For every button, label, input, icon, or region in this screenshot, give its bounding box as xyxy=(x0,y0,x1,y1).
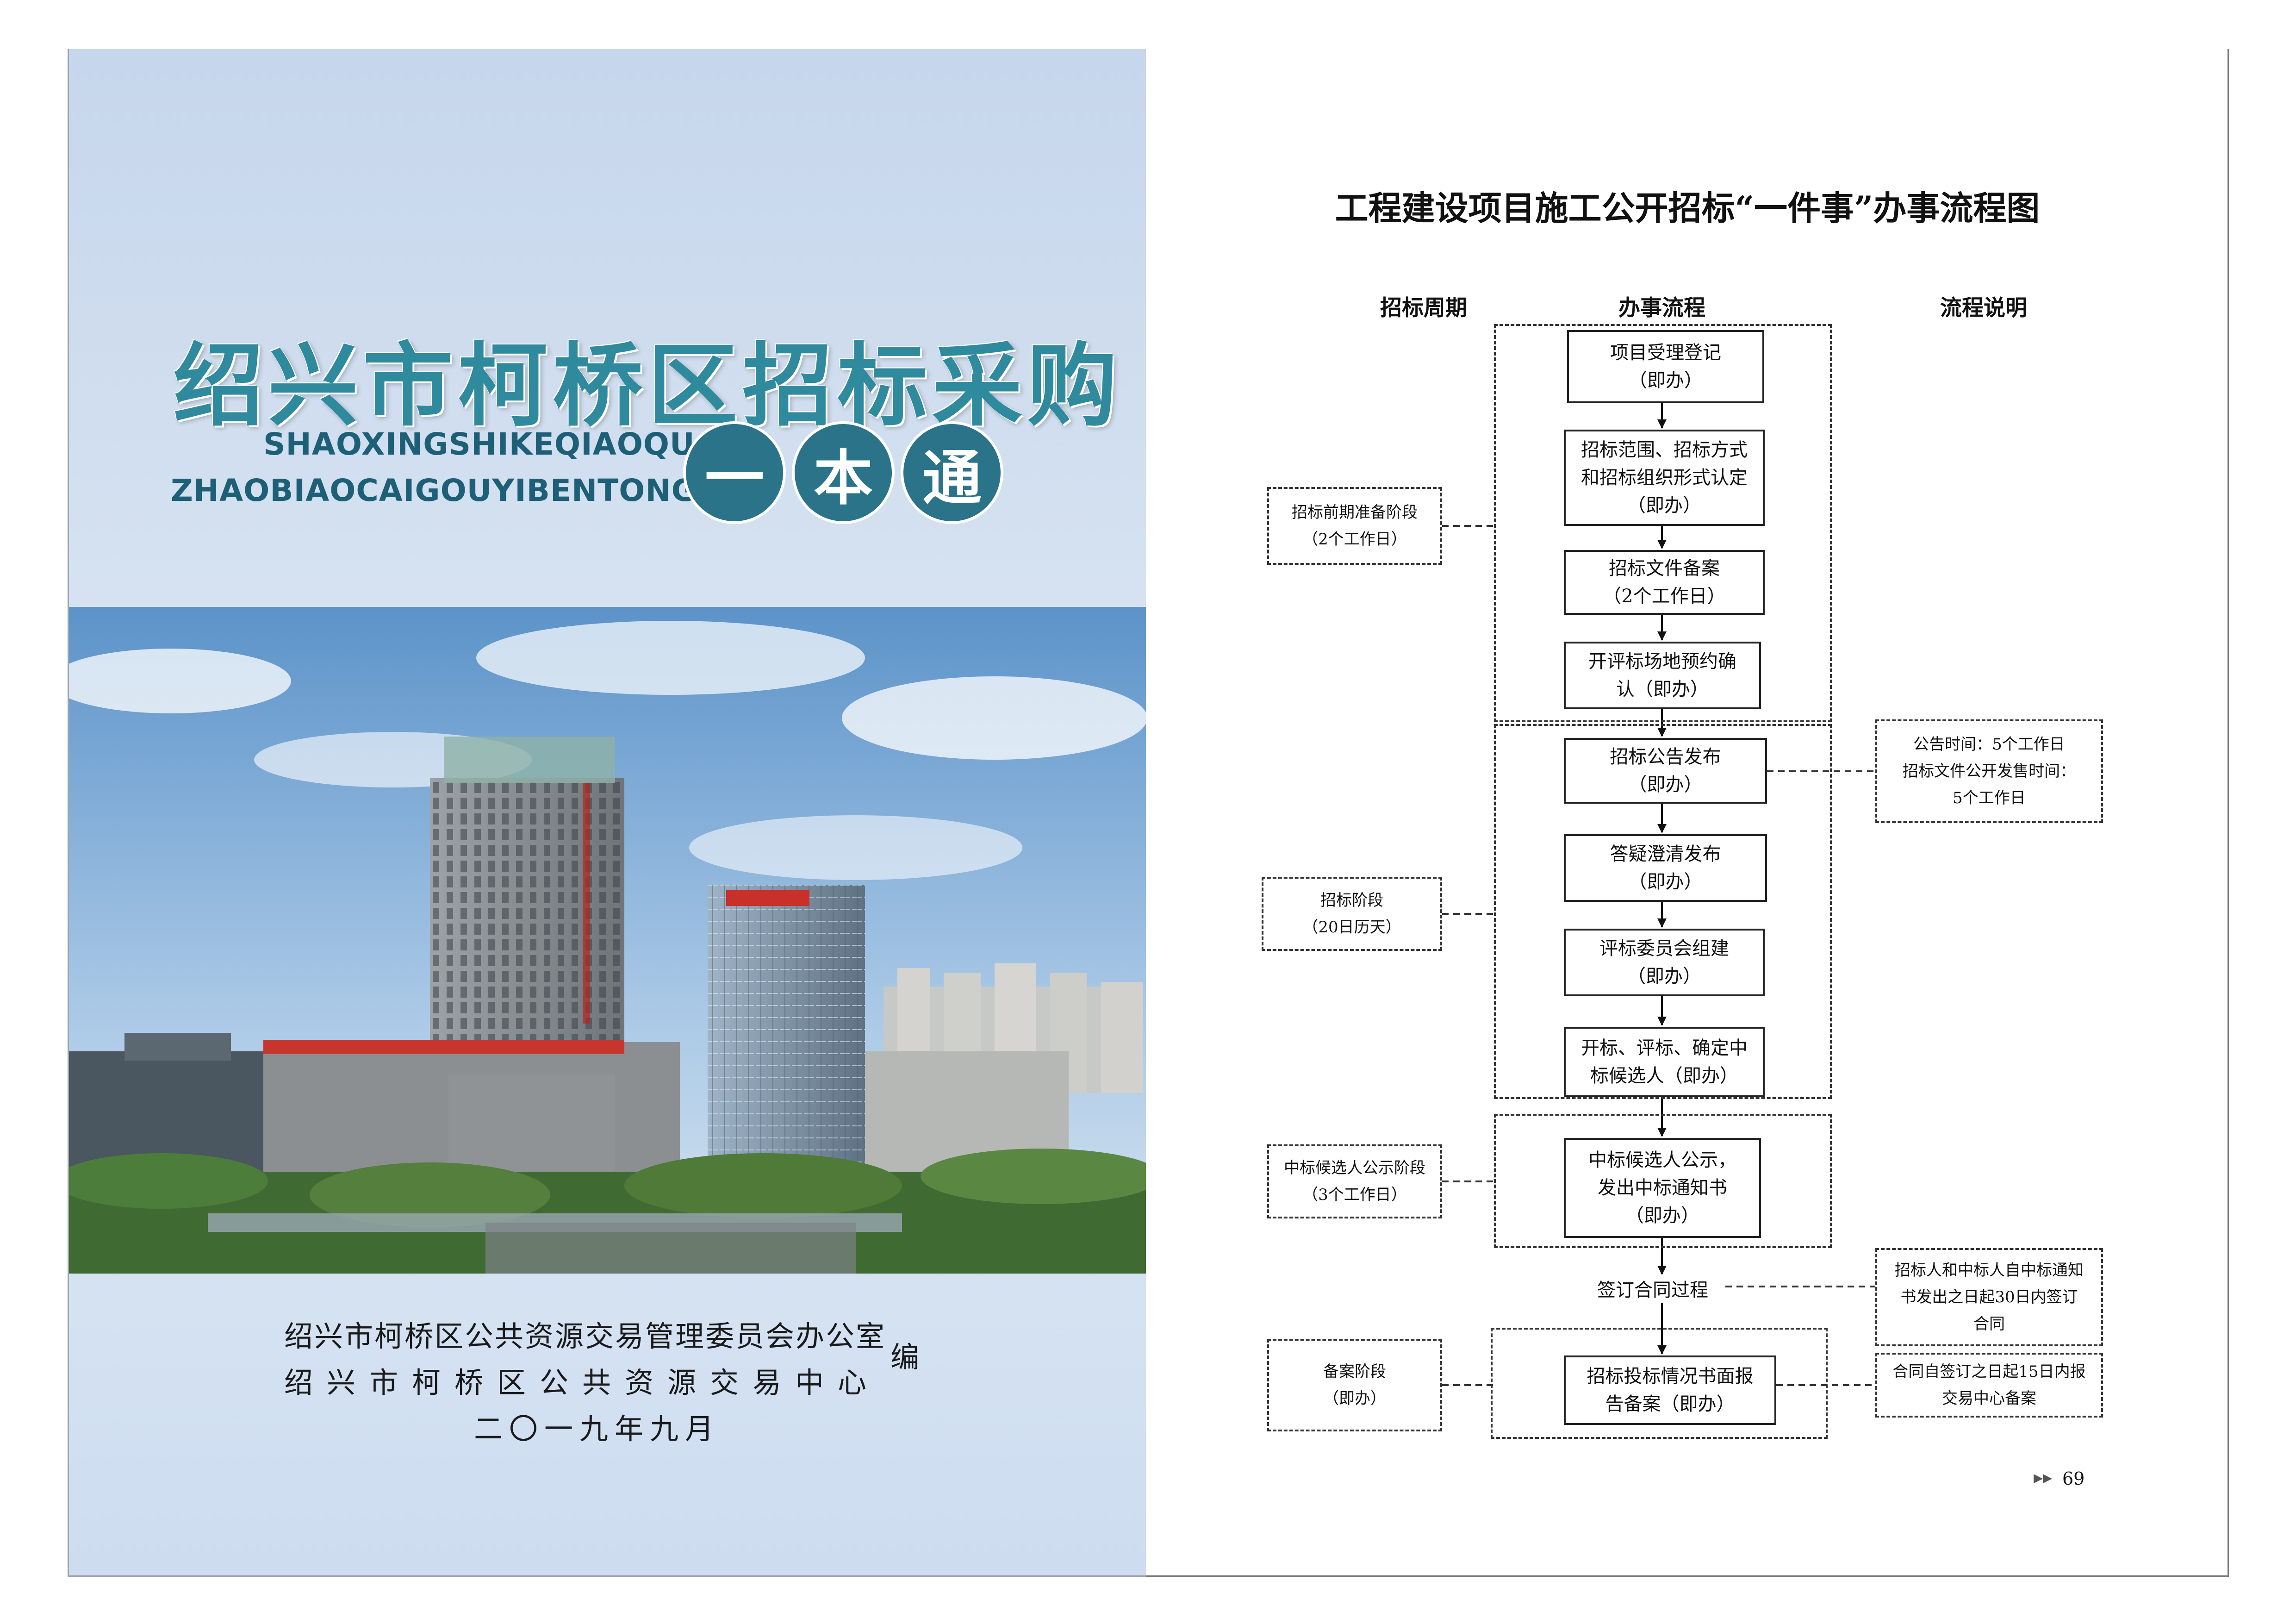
group-publicity xyxy=(1494,1114,1832,1248)
publisher-line-2: 绍兴市柯桥区公共资源交易中心 xyxy=(284,1366,881,1399)
note-contract-deadline: 招标人和中标人自中标通知书发出之日起30日内签订合同 xyxy=(1875,1248,2103,1346)
step-document-filing: 招标文件备案（2个工作日） xyxy=(1564,550,1765,615)
cover-circle-yi: 一 xyxy=(686,424,783,521)
period-publicity: 中标候选人公示阶段（3个工作日） xyxy=(1267,1144,1442,1218)
step-winner-notice: 中标候选人公示，发出中标通知书（即办） xyxy=(1564,1138,1761,1238)
group-preparation xyxy=(1494,324,1832,722)
flowchart-page: 工程建设项目施工公开招标“一件事”办事流程图 招标周期 办事流程 流程说明 项目… xyxy=(1146,49,2229,1577)
column-header-process: 办事流程 xyxy=(1618,295,1705,321)
step-contract-signing: 签订合同过程 xyxy=(1597,1280,1708,1301)
step-report-filing: 招标投标情况书面报告备案（即办） xyxy=(1564,1355,1776,1425)
publisher-line-1: 绍兴市柯桥区公共资源交易管理委员会办公室 xyxy=(284,1319,886,1353)
flowchart-title: 工程建设项目施工公开招标“一件事”办事流程图 xyxy=(1335,188,2040,228)
period-preparation: 招标前期准备阶段（2个工作日） xyxy=(1267,487,1442,565)
step-scope-method-recognition: 招标范围、招标方式和招标组织形式认定（即办） xyxy=(1564,430,1765,526)
group-filing xyxy=(1491,1328,1828,1439)
cover-city-photo xyxy=(69,607,1146,1274)
cover-title: 绍兴市柯桥区招标采购 xyxy=(173,332,1122,438)
step-bid-evaluation: 开标、评标、确定中标候选人（即办） xyxy=(1564,1027,1765,1097)
note-filing-deadline: 合同自签订之日起15日内报交易中心备案 xyxy=(1875,1353,2103,1418)
period-filing: 备案阶段（即办） xyxy=(1267,1339,1442,1431)
note-announcement-time: 公告时间：5个工作日招标文件公开发售时间：5个工作日 xyxy=(1875,719,2103,823)
step-venue-booking: 开评标场地预约确认（即办） xyxy=(1564,642,1761,709)
period-tendering: 招标阶段（20日历天） xyxy=(1262,877,1442,951)
flowchart-connectors xyxy=(1442,403,1875,1386)
step-announcement: 招标公告发布（即办） xyxy=(1564,738,1767,804)
cover-pinyin-line2: ZHAOBIAOCAIGOUYIBENTONG xyxy=(171,473,697,508)
cover-page: 绍兴市柯桥区招标采购 SHAOXINGSHIKEQIAOQU ZHAOBIAOC… xyxy=(68,49,1146,1577)
step-clarification: 答疑澄清发布（即办） xyxy=(1564,834,1767,902)
cover-circle-ben: 本 xyxy=(795,424,892,521)
step-project-registration: 项目受理登记（即办） xyxy=(1567,330,1764,403)
editor-mark: 编 xyxy=(890,1340,920,1374)
step-committee-formation: 评标委员会组建（即办） xyxy=(1564,929,1765,996)
column-header-notes: 流程说明 xyxy=(1940,295,2027,321)
column-header-period: 招标周期 xyxy=(1380,295,1467,321)
cover-pinyin-line1: SHAOXINGSHIKEQIAOQU xyxy=(263,426,695,462)
group-tendering xyxy=(1494,724,1832,1099)
cover-circle-tong: 通 xyxy=(903,424,1001,521)
page-number: 69 xyxy=(2062,1468,2085,1489)
page-marker-icon: ▶▶ xyxy=(2034,1471,2052,1485)
publication-date: 二〇一九年九月 xyxy=(474,1412,721,1446)
